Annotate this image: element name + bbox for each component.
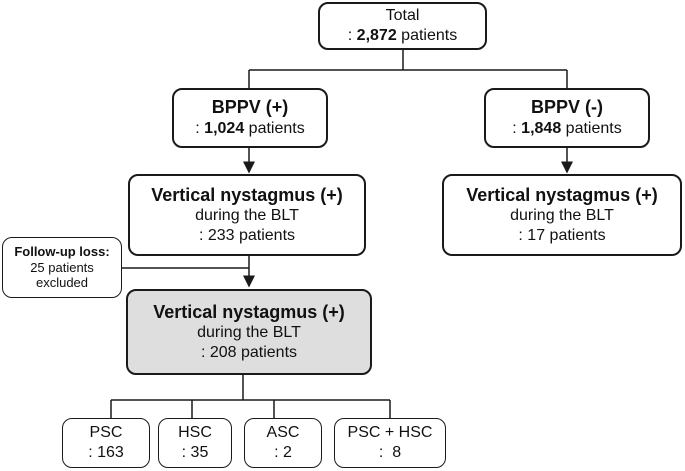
- bppv-positive-box: BPPV (+) : 1,024 patients: [172, 88, 328, 148]
- leaf-psc-name: PSC: [89, 424, 123, 442]
- follow-up-count: 25 patients: [30, 259, 94, 275]
- leaf-psc-hsc-name: PSC + HSC: [347, 424, 433, 442]
- total-count-line: : 2,872 patients: [347, 27, 458, 44]
- bppv-positive-count-line: : 1,024 patients: [195, 120, 305, 138]
- follow-up-loss-box: Follow-up loss: 25 patients excluded: [2, 237, 122, 298]
- leaf-asc-box: ASC : 2: [244, 418, 322, 468]
- bppv-negative-title: BPPV (-): [531, 97, 603, 118]
- follow-up-note: excluded: [35, 275, 89, 291]
- vn-right-title: Vertical nystagmus (+): [466, 184, 658, 205]
- bppv-negative-count: 1,848: [521, 120, 562, 138]
- follow-up-title: Follow-up loss:: [14, 243, 110, 259]
- bppv-positive-title: BPPV (+): [211, 97, 289, 118]
- leaf-hsc-box: HSC : 35: [158, 418, 232, 468]
- vn-left-count: : 233 patients: [198, 226, 296, 244]
- vertical-nystagmus-final-box: Vertical nystagmus (+) during the BLT : …: [126, 289, 372, 375]
- leaf-psc-box: PSC : 163: [62, 418, 150, 468]
- leaf-asc-value: : 2: [274, 444, 292, 461]
- vn-right-count: : 17 patients: [518, 226, 606, 244]
- leaf-asc-name: ASC: [266, 424, 300, 442]
- leaf-hsc-value: : 35: [181, 444, 209, 461]
- vn-final-title: Vertical nystagmus (+): [153, 301, 345, 322]
- bppv-negative-box: BPPV (-) : 1,848 patients: [484, 88, 650, 148]
- bppv-negative-count-line: : 1,848 patients: [512, 120, 622, 138]
- total-label: Total: [385, 7, 420, 25]
- vn-right-subtitle: during the BLT: [510, 207, 614, 225]
- vn-final-subtitle: during the BLT: [197, 324, 301, 342]
- vertical-nystagmus-left-box: Vertical nystagmus (+) during the BLT : …: [128, 174, 366, 256]
- total-box: Total : 2,872 patients: [318, 2, 487, 50]
- vertical-nystagmus-right-box: Vertical nystagmus (+) during the BLT : …: [442, 174, 682, 256]
- leaf-hsc-name: HSC: [178, 424, 212, 442]
- leaf-psc-hsc-value: : 8: [378, 444, 402, 461]
- leaf-psc-hsc-box: PSC + HSC : 8: [334, 418, 446, 468]
- total-count: 2,872: [356, 27, 397, 44]
- vn-final-count: : 208 patients: [200, 343, 298, 361]
- leaf-psc-value: : 163: [88, 444, 124, 461]
- bppv-positive-count: 1,024: [204, 120, 245, 138]
- vn-left-subtitle: during the BLT: [195, 207, 299, 225]
- vn-left-title: Vertical nystagmus (+): [151, 184, 343, 205]
